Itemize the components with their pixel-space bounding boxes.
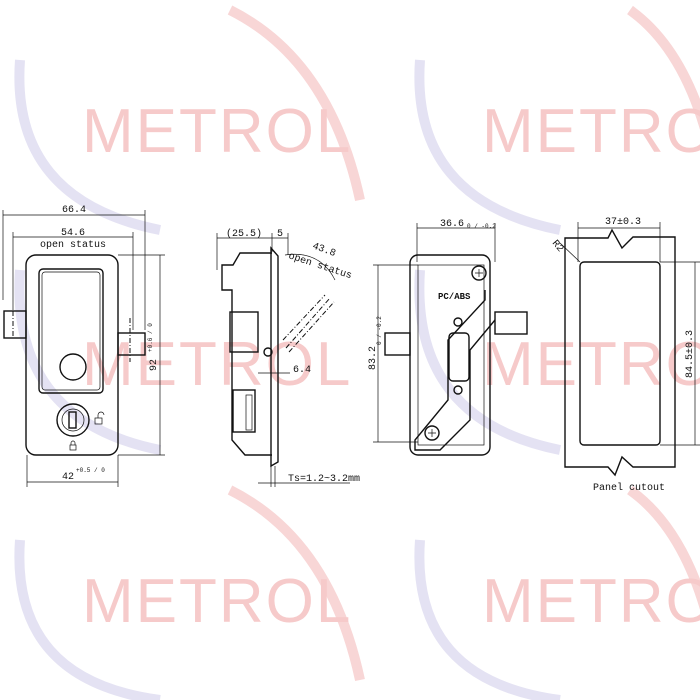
dim-panel-thickness: Ts=1.2~3.2mm xyxy=(288,474,360,485)
watermark-text: METROL xyxy=(82,330,352,399)
dim-depth: (25.5) xyxy=(226,228,262,240)
dim-height-tol: 0 / -0.2 xyxy=(376,316,383,345)
dim-open-width: 54.6 xyxy=(61,228,85,239)
dim-width-tol: 0 / -0.2 xyxy=(467,223,496,230)
dim-flange: 5 xyxy=(277,229,283,240)
front-view: 66.4 54.6 open status 92 +0.6 / 0 42 +0.… xyxy=(2,205,165,487)
watermark-text: METROL xyxy=(482,330,700,399)
watermark-text: METROL xyxy=(82,567,352,636)
dim-cutout-width: 42 xyxy=(62,472,74,483)
dim-cutout-width: 37±0.3 xyxy=(605,217,641,228)
dim-cutout-height: 84.5±0.3 xyxy=(685,330,696,378)
panel-cutout-label: Panel cutout xyxy=(593,482,665,494)
open-status-label: open status xyxy=(287,251,353,282)
dim-height: 92 xyxy=(149,359,160,371)
dim-width: 36.6 xyxy=(440,219,464,230)
dim-height-tol: +0.6 / 0 xyxy=(147,323,154,352)
panel-cutout-view: 37±0.3 R2 84.5±0.3 Panel cutout xyxy=(549,217,700,494)
screw-icon xyxy=(424,425,440,441)
dim-cutout-tol: +0.5 / 0 xyxy=(76,467,105,474)
dim-radius: R2 xyxy=(549,239,565,255)
rear-view: PC/ABS 36.6 0 / -0.2 83.2 0 / -0.2 xyxy=(368,219,528,456)
push-button-icon xyxy=(59,353,87,381)
lock-icon xyxy=(69,444,77,451)
screw-icon xyxy=(471,265,487,281)
watermark-text: METROL xyxy=(82,97,352,166)
watermark-text: METROL xyxy=(482,97,700,166)
dim-offset: 6.4 xyxy=(293,365,311,376)
dim-height: 83.2 xyxy=(368,346,379,370)
key-cylinder-icon xyxy=(56,403,90,437)
material-label: PC/ABS xyxy=(438,292,471,302)
dim-overall-width: 66.4 xyxy=(62,205,86,216)
open-status-label: open status xyxy=(40,240,106,251)
unlock-icon xyxy=(94,417,103,425)
watermark-layer: METROL METROL METROL METROL METROL METRO… xyxy=(14,5,700,700)
watermark-text: METROL xyxy=(482,567,700,636)
dim-open-angle: 43.8 xyxy=(311,241,337,260)
